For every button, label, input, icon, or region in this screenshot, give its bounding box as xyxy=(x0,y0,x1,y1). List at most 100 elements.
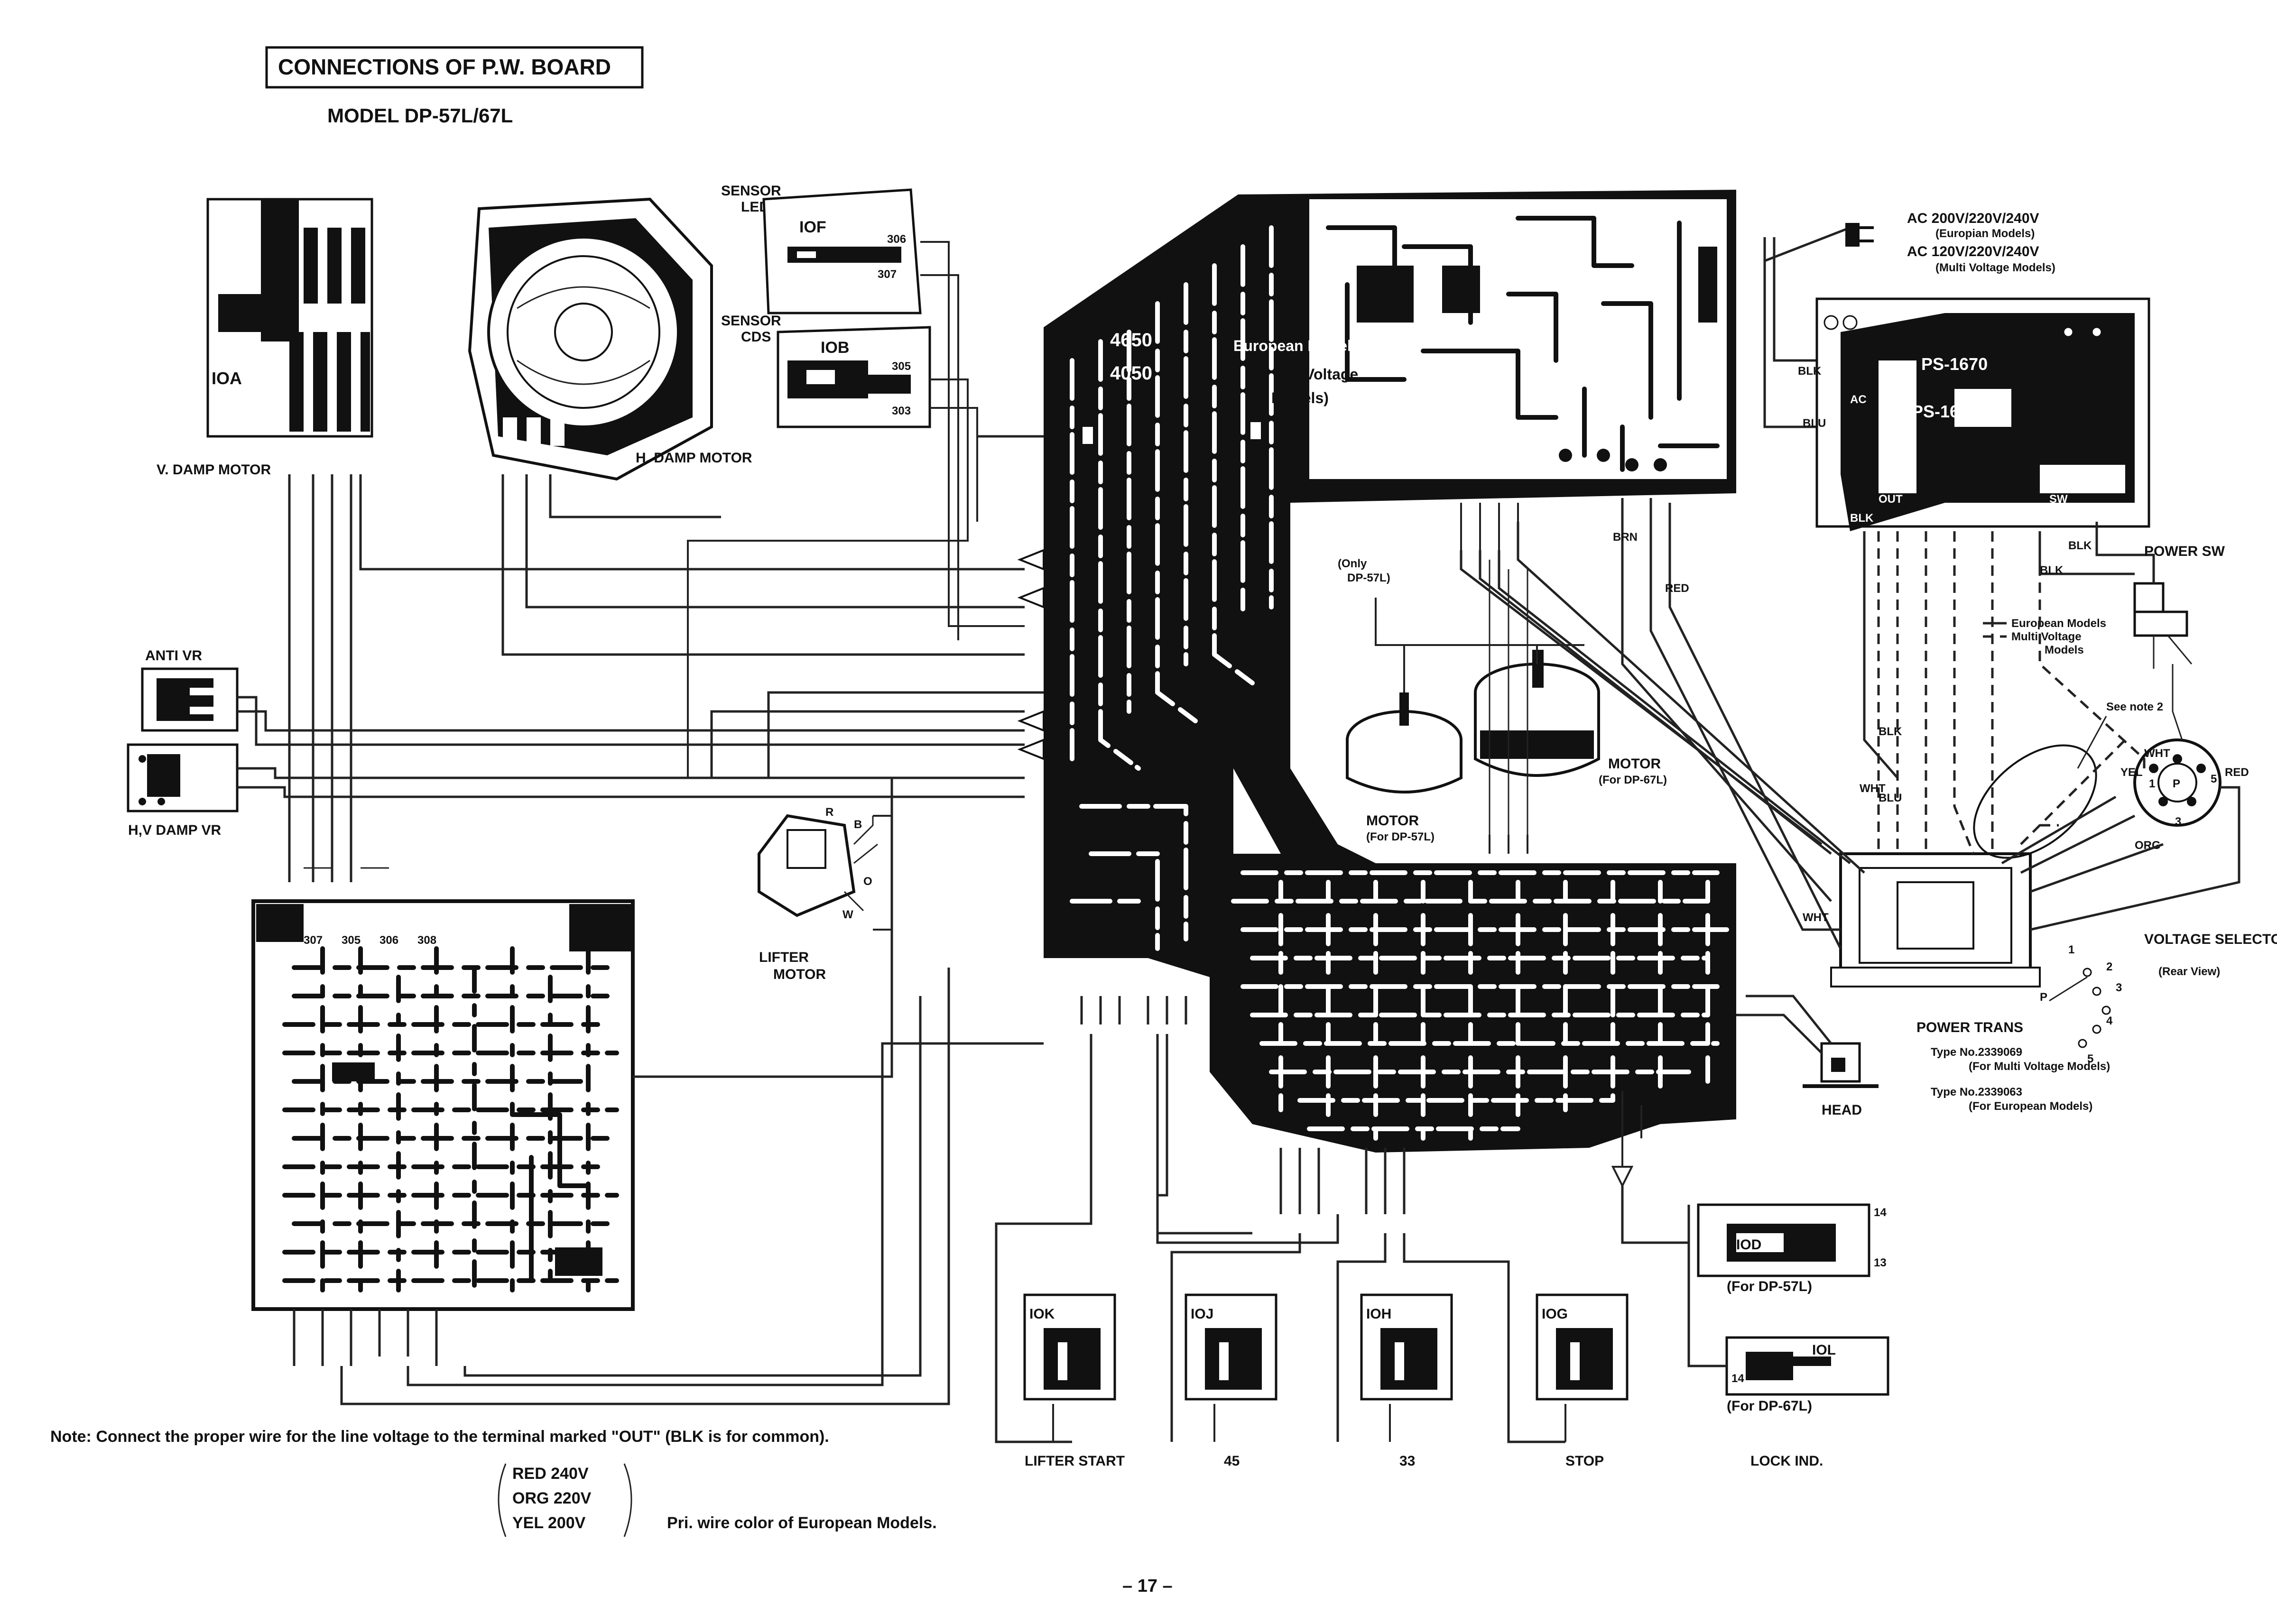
svg-text:BRN: BRN xyxy=(1613,531,1638,544)
head xyxy=(1803,1042,1879,1088)
motor-57l xyxy=(1346,692,1462,794)
svg-text:(For DP-67L): (For DP-67L) xyxy=(1727,1398,1812,1414)
svg-text:WHT: WHT xyxy=(1803,911,1829,924)
hv-damp-vr-board xyxy=(127,743,239,812)
note-main: Note: Connect the proper wire for the li… xyxy=(50,1428,829,1446)
svg-text:Voltage: Voltage xyxy=(1305,366,1358,383)
voltage-selector-rear: P 1 2 3 4 5 xyxy=(2040,943,2122,1065)
note-red: RED 240V xyxy=(512,1465,589,1483)
svg-text:308: 308 xyxy=(417,934,436,947)
svg-text:DP-57L): DP-57L) xyxy=(1347,572,1390,584)
svg-text:PS-1680: PS-1680 xyxy=(1912,402,1978,421)
svg-text:BLU: BLU xyxy=(1803,417,1826,430)
svg-text:MOTOR: MOTOR xyxy=(773,967,826,982)
svg-text:MOTOR: MOTOR xyxy=(1608,756,1661,772)
svg-text:(For European Models): (For European Models) xyxy=(1969,1100,2092,1113)
svg-text:307: 307 xyxy=(878,268,897,281)
switch-board-ioj: IOJ xyxy=(1185,1293,1277,1401)
model-label: MODEL DP-57L/67L xyxy=(327,104,513,127)
svg-text:B: B xyxy=(854,818,862,831)
svg-text:SW: SW xyxy=(2049,493,2068,506)
svg-text:Multi Voltage: Multi Voltage xyxy=(2011,630,2082,643)
switch-board-ioh: IOH xyxy=(1360,1293,1453,1401)
lock-ind-board-57l: IOD 14 13 xyxy=(1697,1203,1887,1277)
svg-text:W: W xyxy=(842,908,853,921)
note-caption: Pri. wire color of European Models. xyxy=(667,1514,937,1532)
note-yel: YEL 200V xyxy=(512,1514,586,1532)
switch-board-iok: IOK xyxy=(1023,1293,1116,1401)
v-damp-motor-label: V. DAMP MOTOR xyxy=(157,462,271,478)
svg-text:(For DP-67L): (For DP-67L) xyxy=(1599,774,1667,786)
svg-text:BLK: BLK xyxy=(1879,725,1902,738)
ac-line3: AC 120V/220V/240V xyxy=(1907,244,2039,259)
svg-text:1: 1 xyxy=(2149,777,2155,790)
svg-text:IOG: IOG xyxy=(1542,1306,1568,1322)
svg-text:P: P xyxy=(2173,777,2180,790)
power-plug xyxy=(1763,223,1874,428)
svg-text:BLU: BLU xyxy=(1879,792,1902,804)
svg-text:MOTOR: MOTOR xyxy=(1366,813,1419,829)
svg-text:IOJ: IOJ xyxy=(1191,1306,1213,1322)
svg-text:303: 303 xyxy=(892,405,911,417)
svg-text:(For Multi Voltage Models): (For Multi Voltage Models) xyxy=(1969,1060,2110,1073)
page-number: – 17 – xyxy=(1122,1576,1173,1596)
svg-text:IOL: IOL xyxy=(1812,1342,1836,1358)
svg-text:14: 14 xyxy=(1874,1206,1887,1219)
svg-text:307: 307 xyxy=(304,934,323,947)
svg-text:BLK: BLK xyxy=(2068,539,2092,552)
svg-text:4: 4 xyxy=(2106,1015,2113,1027)
ac-line2: (Europian Models) xyxy=(1935,227,2035,240)
title-box xyxy=(265,46,644,89)
svg-text:1: 1 xyxy=(2068,943,2074,956)
hv-damp-vr-label: H,V DAMP VR xyxy=(128,822,221,838)
motor-67l xyxy=(1474,650,1600,777)
lifter-motor-label: LIFTER xyxy=(759,950,809,965)
svg-text:WHT: WHT xyxy=(1860,782,1886,795)
svg-text:European Models: European Models xyxy=(2011,617,2106,630)
sensor-led-board: IOF 306 307 xyxy=(762,188,922,314)
svg-text:5: 5 xyxy=(2087,1052,2093,1065)
voltage-selector: P 5 1 3 xyxy=(2133,738,2221,828)
svg-text:5: 5 xyxy=(2211,773,2217,785)
svg-text:BLK: BLK xyxy=(1850,512,1874,525)
svg-text:AC: AC xyxy=(1850,393,1867,406)
ac-line1: AC 200V/220V/240V xyxy=(1907,211,2039,226)
svg-text:3: 3 xyxy=(2175,815,2181,828)
svg-text:4050: 4050 xyxy=(1110,363,1152,384)
svg-text:PS-1670: PS-1670 xyxy=(1921,354,1988,374)
svg-text:O: O xyxy=(863,875,872,888)
power-switch-label: POWER SW xyxy=(2144,544,2225,559)
svg-text:BLK: BLK xyxy=(1798,365,1822,378)
main-pcb: 4650 4050 European Models Voltage Models… xyxy=(1044,190,1736,1153)
lock-ind-label: LOCK IND. xyxy=(1750,1453,1823,1469)
power-trans-label: POWER TRANS xyxy=(1916,1020,2023,1035)
svg-text:IOK: IOK xyxy=(1029,1306,1055,1322)
svg-text:14: 14 xyxy=(1731,1372,1744,1385)
head-label: HEAD xyxy=(1822,1102,1862,1118)
svg-text:Type No.2339069: Type No.2339069 xyxy=(1931,1046,2022,1059)
svg-text:Models: Models xyxy=(2045,644,2084,656)
svg-text:IOH: IOH xyxy=(1366,1306,1391,1322)
left-control-board: 307 305 306 308 xyxy=(251,899,635,1311)
h-damp-motor-board xyxy=(468,197,713,481)
svg-text:OUT: OUT xyxy=(1879,493,1903,506)
wiring xyxy=(237,241,2240,1443)
svg-text:European Models: European Models xyxy=(1233,337,1360,354)
svg-text:306: 306 xyxy=(887,233,906,246)
svg-text:IOD: IOD xyxy=(1736,1237,1761,1253)
svg-text:Models): Models) xyxy=(1271,389,1329,406)
anti-vr-board xyxy=(141,667,239,732)
svg-text:RED: RED xyxy=(2225,766,2249,779)
wire-legend: European Models Multi Voltage Models xyxy=(1983,617,2106,656)
svg-text:(For DP-57L): (For DP-57L) xyxy=(1366,830,1435,843)
h-damp-motor-label: H. DAMP MOTOR xyxy=(636,450,752,466)
svg-text:IOB: IOB xyxy=(821,339,849,357)
v-damp-motor-board: IOA xyxy=(206,198,373,438)
svg-text:R: R xyxy=(825,806,833,819)
svg-text:305: 305 xyxy=(342,934,361,947)
svg-text:2: 2 xyxy=(2106,960,2112,973)
page-title: CONNECTIONS OF P.W. BOARD xyxy=(278,55,611,79)
svg-text:P: P xyxy=(2040,991,2047,1004)
sensor-led-label: SENSOR xyxy=(721,183,781,199)
